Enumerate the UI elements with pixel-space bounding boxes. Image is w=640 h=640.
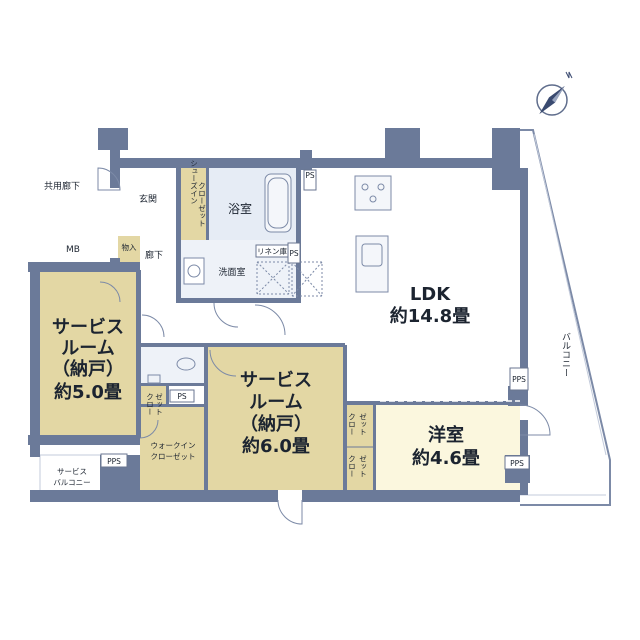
ldk-name: LDK bbox=[410, 284, 451, 305]
shoes-closet-label: シューズイン bbox=[189, 160, 198, 205]
svg-text:PS: PS bbox=[289, 249, 299, 258]
service-room-b-line1: サービス bbox=[240, 370, 312, 391]
western-closet-b-2: ゼット bbox=[358, 455, 367, 478]
small-closet-label-2: ゼット bbox=[154, 393, 163, 416]
svg-text:PS: PS bbox=[305, 171, 315, 180]
svg-text:PPS: PPS bbox=[107, 457, 121, 466]
service-room-a-floor bbox=[40, 270, 138, 435]
ps-tag-2: PS bbox=[287, 242, 301, 264]
service-room-a-size: 約5.0畳 bbox=[54, 381, 122, 403]
service-room-a-line1: サービス bbox=[52, 317, 124, 338]
entrance-label: 玄関 bbox=[139, 193, 157, 205]
walkin-closet-floor bbox=[140, 405, 206, 490]
western-closet-a-2: ゼット bbox=[358, 413, 367, 436]
balcony bbox=[520, 129, 611, 506]
pps-tag-3: PPS bbox=[100, 453, 128, 468]
service-balcony-label-1: サービス bbox=[57, 467, 87, 476]
western-closet-a-1: クロー bbox=[348, 413, 357, 436]
svg-text:シューズイン: シューズイン bbox=[189, 160, 198, 205]
service-room-a-line2: ルーム bbox=[61, 338, 114, 359]
service-room-b-line2: ルーム bbox=[249, 392, 302, 413]
svg-text:PPS: PPS bbox=[512, 375, 526, 384]
svg-text:PS: PS bbox=[177, 392, 187, 401]
small-closet-label-1: クロー bbox=[146, 393, 155, 416]
linen-label: リネン庫 bbox=[257, 246, 287, 256]
mb-floor bbox=[30, 238, 118, 258]
service-room-b-line3: （納戸） bbox=[240, 413, 312, 435]
ldk-floor bbox=[260, 150, 520, 395]
fixtures bbox=[147, 173, 520, 402]
mb-label: MB bbox=[66, 245, 80, 255]
shoes-closet-floor bbox=[180, 168, 208, 240]
service-room-a-line3: （納戸） bbox=[52, 358, 124, 380]
balcony-label: バルコニー bbox=[560, 332, 571, 377]
compass-north-icon bbox=[536, 71, 573, 116]
corridor-floor-2 bbox=[140, 300, 260, 345]
storage-label: 物入 bbox=[122, 242, 137, 252]
bath-label: 浴室 bbox=[228, 201, 252, 216]
shoes-closet-label-2: クローゼット bbox=[197, 182, 206, 227]
western-room-name: 洋室 bbox=[428, 424, 464, 446]
ldk-size: 約14.8畳 bbox=[390, 305, 470, 327]
ps-tag-1: PS bbox=[303, 169, 317, 191]
western-room-floor bbox=[375, 405, 520, 490]
linen-tag bbox=[255, 244, 289, 258]
doors bbox=[97, 167, 551, 525]
washroom-label: 洗面室 bbox=[218, 266, 245, 278]
toilet-floor bbox=[140, 345, 206, 385]
corridor-label: 廊下 bbox=[145, 249, 163, 261]
western-room-size: 約4.6畳 bbox=[412, 447, 480, 469]
shared-corridor-label: 共用廊下 bbox=[44, 180, 80, 192]
service-room-b-floor bbox=[206, 345, 345, 490]
western-closet-b-1: クロー bbox=[348, 455, 357, 478]
walkin-label-1: ウォークイン bbox=[151, 441, 196, 450]
service-room-b-size: 約6.0畳 bbox=[242, 435, 310, 457]
walkin-label-2: クローゼット bbox=[151, 451, 196, 461]
pps-tag-1: PPS bbox=[509, 367, 529, 391]
storage-floor bbox=[118, 236, 140, 266]
ps-tag-3: PS bbox=[169, 389, 195, 403]
service-balcony-label-2: バルコニー bbox=[53, 478, 90, 487]
pps-tag-2: PPS bbox=[504, 455, 530, 470]
svg-text:PPS: PPS bbox=[510, 459, 524, 468]
